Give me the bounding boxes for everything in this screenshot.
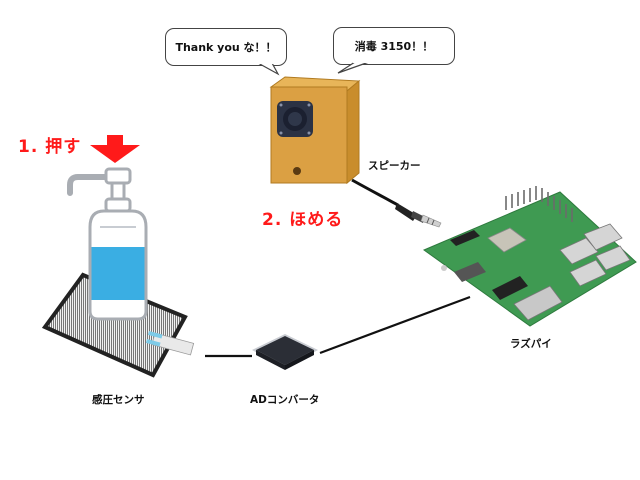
label-raspberry-pi: ラズパイ (510, 338, 552, 350)
label-ad-converter: ADコンバータ (250, 394, 320, 406)
bubble-tail-left (256, 62, 280, 76)
audio-jack-icon (395, 203, 442, 228)
speaker-icon (269, 76, 361, 185)
ad-converter-chip-icon (252, 334, 318, 370)
step-2-praise: 2. ほめる (262, 210, 344, 230)
speech-bubble-thank-you-text: Thank you な！！ (175, 41, 277, 54)
sanitizer-bottle-icon (67, 167, 148, 321)
wire-adc-to-raspi (319, 295, 471, 355)
raspberry-pi-board-icon (422, 186, 637, 327)
label-speaker: スピーカー (368, 160, 421, 172)
speech-bubble-disinfect: 消毒 3150！！ (333, 27, 455, 65)
step-1-press: 1. 押す (18, 137, 82, 157)
label-pressure-sensor: 感圧センサ (92, 394, 145, 406)
pressure-sensor-icon (41, 272, 195, 378)
speaker-cable (351, 178, 399, 207)
bubble-tail-right (337, 61, 371, 74)
speech-bubble-thank-you: Thank you な！！ (165, 28, 287, 66)
down-arrow-icon (90, 135, 140, 163)
speech-bubble-disinfect-text: 消毒 3150！！ (354, 40, 434, 53)
